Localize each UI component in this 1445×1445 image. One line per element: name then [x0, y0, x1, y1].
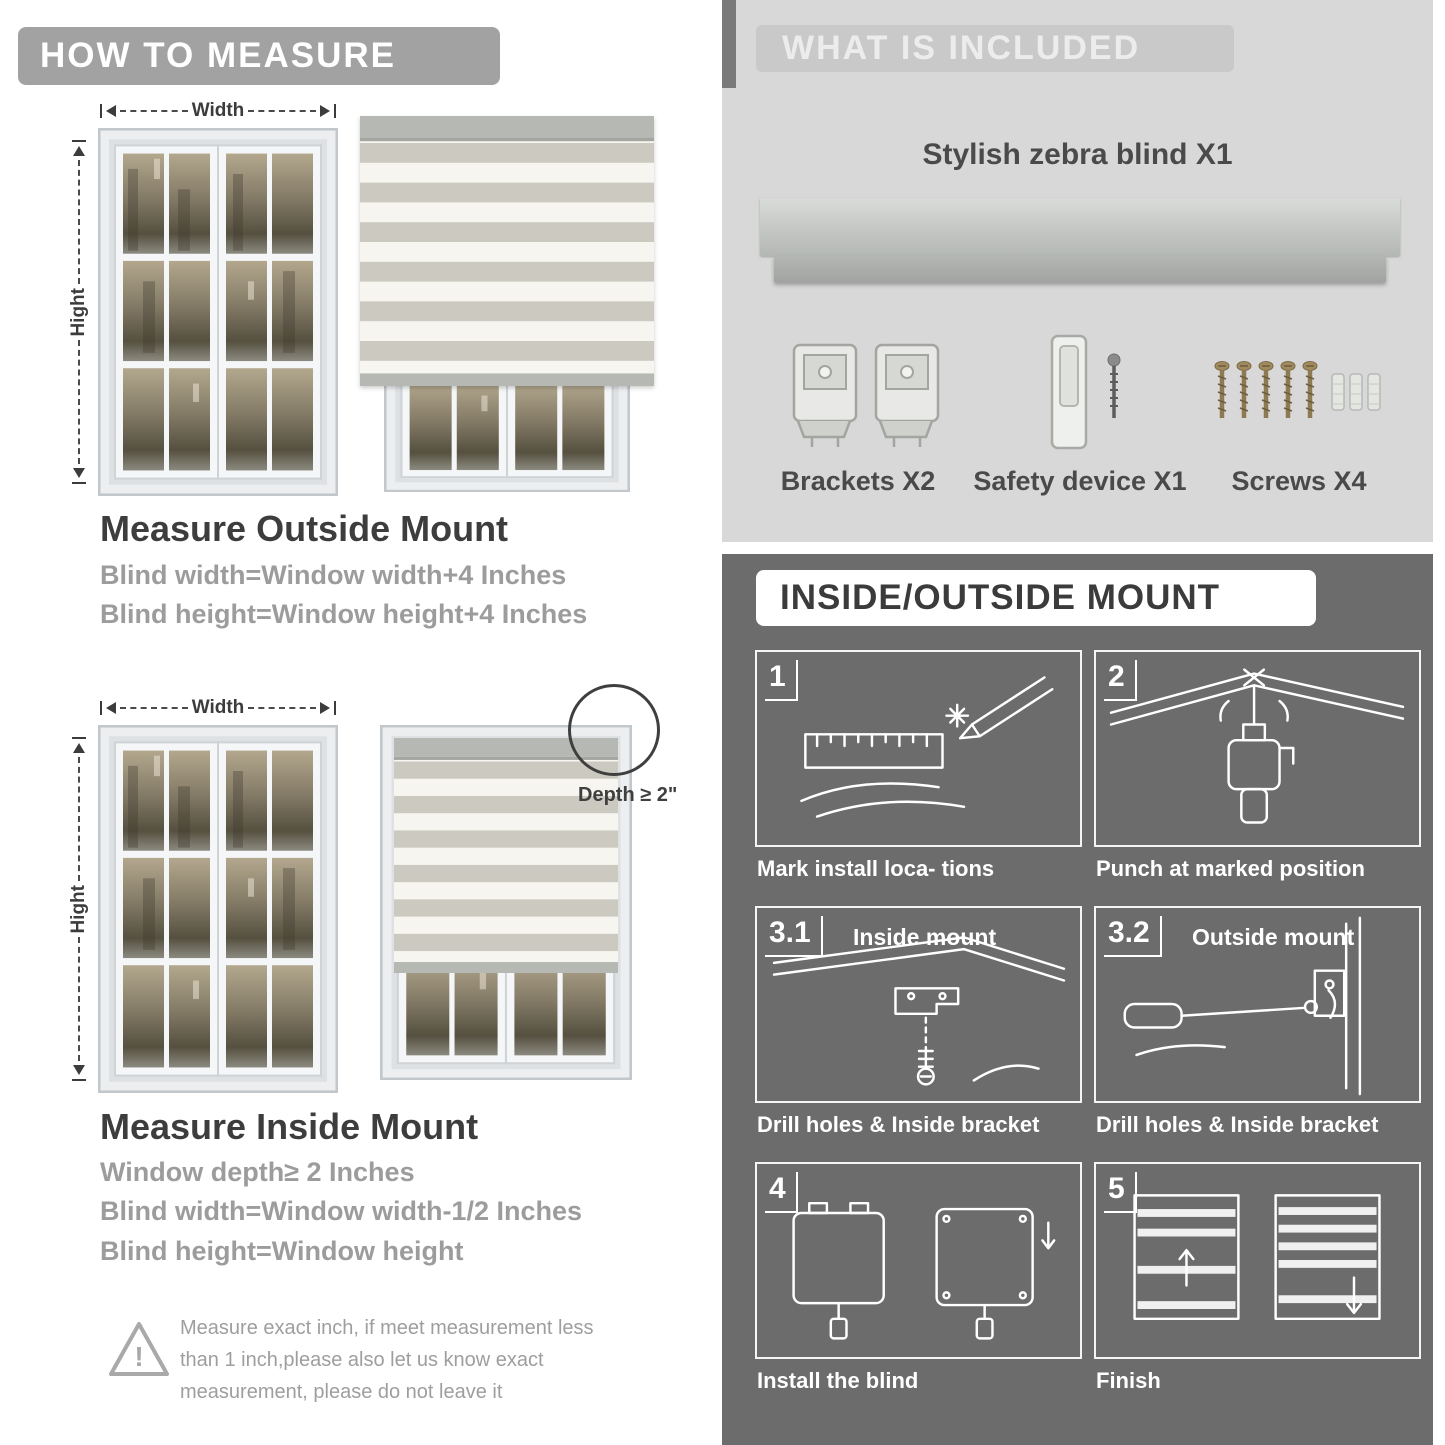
arrow-right-icon — [320, 105, 330, 117]
step-number: 2 — [1104, 660, 1137, 701]
blind-headrail-illustration — [760, 198, 1400, 256]
step-4-caption: Install the blind — [757, 1368, 919, 1393]
height-label: Hight — [68, 884, 89, 934]
arrow-tick — [100, 701, 102, 715]
included-section: WHAT IS INCLUDED Stylish zebra blind X1 — [722, 0, 1433, 542]
accent-strip — [722, 0, 736, 88]
width-arrow-outside: Width — [100, 100, 336, 121]
outside-mount-line-1: Blind width=Window width+4 Inches — [100, 560, 567, 590]
step-number: 3.1 — [765, 916, 823, 957]
step-number: 5 — [1104, 1172, 1137, 1213]
warning-exclamation: ! — [134, 1341, 143, 1372]
warning-text: Measure exact inch, if meet measurement … — [180, 1317, 594, 1403]
how-to-measure-header: HOW TO MEASURE — [18, 27, 500, 85]
step-panel-4: 4 — [755, 1162, 1082, 1359]
zebra-blind-illustration — [394, 738, 618, 973]
inside-mount-line-2: Blind width=Window width-1/2 Inches — [100, 1196, 583, 1226]
mount-section-header: INSIDE/OUTSIDE MOUNT — [756, 570, 1316, 626]
height-arrow-inside: Hight — [68, 737, 90, 1082]
step-number: 3.2 — [1104, 916, 1162, 957]
step-3-1-caption: Drill holes & Inside bracket — [757, 1112, 1040, 1137]
step-5-caption: Finish — [1096, 1368, 1161, 1393]
step-2-caption: Punch at marked position — [1096, 856, 1365, 881]
arrow-tick — [100, 104, 102, 118]
outside-mount-title: Measure Outside Mount — [100, 508, 509, 549]
safety-device-illustration — [1050, 334, 1121, 450]
what-is-included-header: WHAT IS INCLUDED — [756, 25, 1234, 72]
height-arrow-outside: Hight — [68, 140, 90, 485]
arrow-tick — [72, 737, 86, 739]
brackets-label: Brackets X2 — [780, 466, 936, 496]
arrow-down-icon — [73, 1065, 85, 1076]
screws-illustration — [1214, 346, 1381, 456]
arrow-tick — [72, 1079, 86, 1082]
width-arrow-inside: Width — [100, 697, 336, 718]
step-title: Inside mount — [853, 924, 997, 950]
step-panel-3-2: 3.2 Outside mount — [1094, 906, 1421, 1103]
depth-label: Depth ≥ 2" — [578, 784, 678, 806]
window-illustration-inside — [98, 725, 338, 1093]
arrow-tick — [334, 701, 336, 715]
step-3-2-caption: Drill holes & Inside bracket — [1096, 1112, 1379, 1137]
step-panel-2: 2 — [1094, 650, 1421, 847]
arrow-left-icon — [106, 702, 116, 714]
blind-headrail-lip — [774, 256, 1386, 282]
inside-mount-title: Measure Inside Mount — [100, 1106, 479, 1147]
arrow-up-icon — [73, 146, 85, 156]
step-4-art — [792, 1201, 1056, 1340]
screws-label: Screws X4 — [1231, 466, 1367, 496]
arrow-tick — [72, 482, 86, 485]
zebra-blind-illustration — [360, 116, 654, 386]
arrow-up-icon — [73, 743, 85, 753]
arrow-tick — [72, 140, 86, 142]
inside-mount-line-3: Blind height=Window height — [100, 1236, 464, 1266]
safety-device-label: Safety device X1 — [973, 466, 1187, 496]
arrow-left-icon — [106, 105, 116, 117]
arrow-tick — [334, 104, 336, 118]
arrow-right-icon — [320, 702, 330, 714]
warning-triangle-icon: ! — [109, 1322, 169, 1376]
inside-mount-line-1: Window depth≥ 2 Inches — [100, 1157, 415, 1187]
step-panel-5: 5 — [1094, 1162, 1421, 1359]
blind-inside-mount-illustration — [380, 725, 632, 1080]
outside-mount-line-2: Blind height=Window height+4 Inches — [100, 599, 588, 629]
height-label: Hight — [68, 287, 89, 337]
brackets-illustration — [792, 343, 940, 449]
step-panel-3-1: 3.1 Inside mount — [755, 906, 1082, 1103]
step-3-1-art — [772, 936, 1066, 1086]
depth-callout-circle — [568, 684, 660, 776]
step-2-art — [1109, 668, 1405, 824]
product-label: Stylish zebra blind X1 — [922, 138, 1233, 171]
step-panel-1: 1 — [755, 650, 1082, 847]
step-3-2-art — [1123, 916, 1362, 1096]
step-1-art — [800, 676, 1054, 818]
width-label: Width — [191, 697, 245, 718]
step-title: Outside mount — [1192, 924, 1355, 950]
blind-outside-mount-illustration — [360, 116, 654, 492]
window-illustration-outside — [98, 128, 338, 496]
arrow-down-icon — [73, 468, 85, 479]
mount-section: INSIDE/OUTSIDE MOUNT 1 Mark install loca… — [722, 554, 1433, 1445]
step-5-art — [1133, 1194, 1381, 1321]
step-number: 4 — [765, 1172, 798, 1213]
width-label: Width — [191, 100, 245, 121]
step-number: 1 — [765, 660, 798, 701]
step-1-caption: Mark install loca- tions — [757, 856, 995, 881]
